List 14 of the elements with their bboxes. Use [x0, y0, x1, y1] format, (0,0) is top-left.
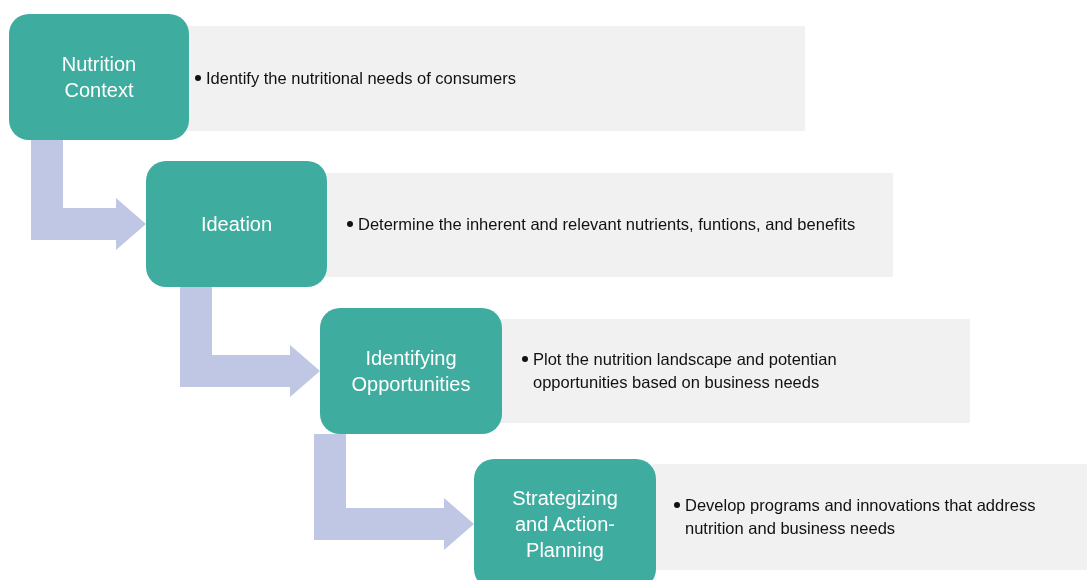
step-box: Strategizing and Action-Planning [474, 459, 656, 580]
step-box: Identifying Opportunities [320, 308, 502, 434]
description-panel [652, 464, 1087, 570]
bent-arrow [31, 140, 146, 250]
description-panel [500, 319, 970, 423]
description-panel [325, 173, 893, 277]
bent-arrow [180, 287, 320, 397]
bullet-text: Identify the nutritional needs of consumers [206, 67, 516, 89]
bullet-text: Determine the inherent and relevant nutrients, funtions, and benefits [358, 214, 856, 236]
description-panel [185, 26, 805, 131]
bullet-text: Develop programs and innovations that address nutrition and business needs [685, 494, 1037, 539]
bullet-text: Plot the nutrition landscape and potentian opportunities based on business needs [533, 348, 838, 393]
step-box: Ideation [146, 161, 327, 287]
step-box: Nutrition Context [9, 14, 189, 140]
